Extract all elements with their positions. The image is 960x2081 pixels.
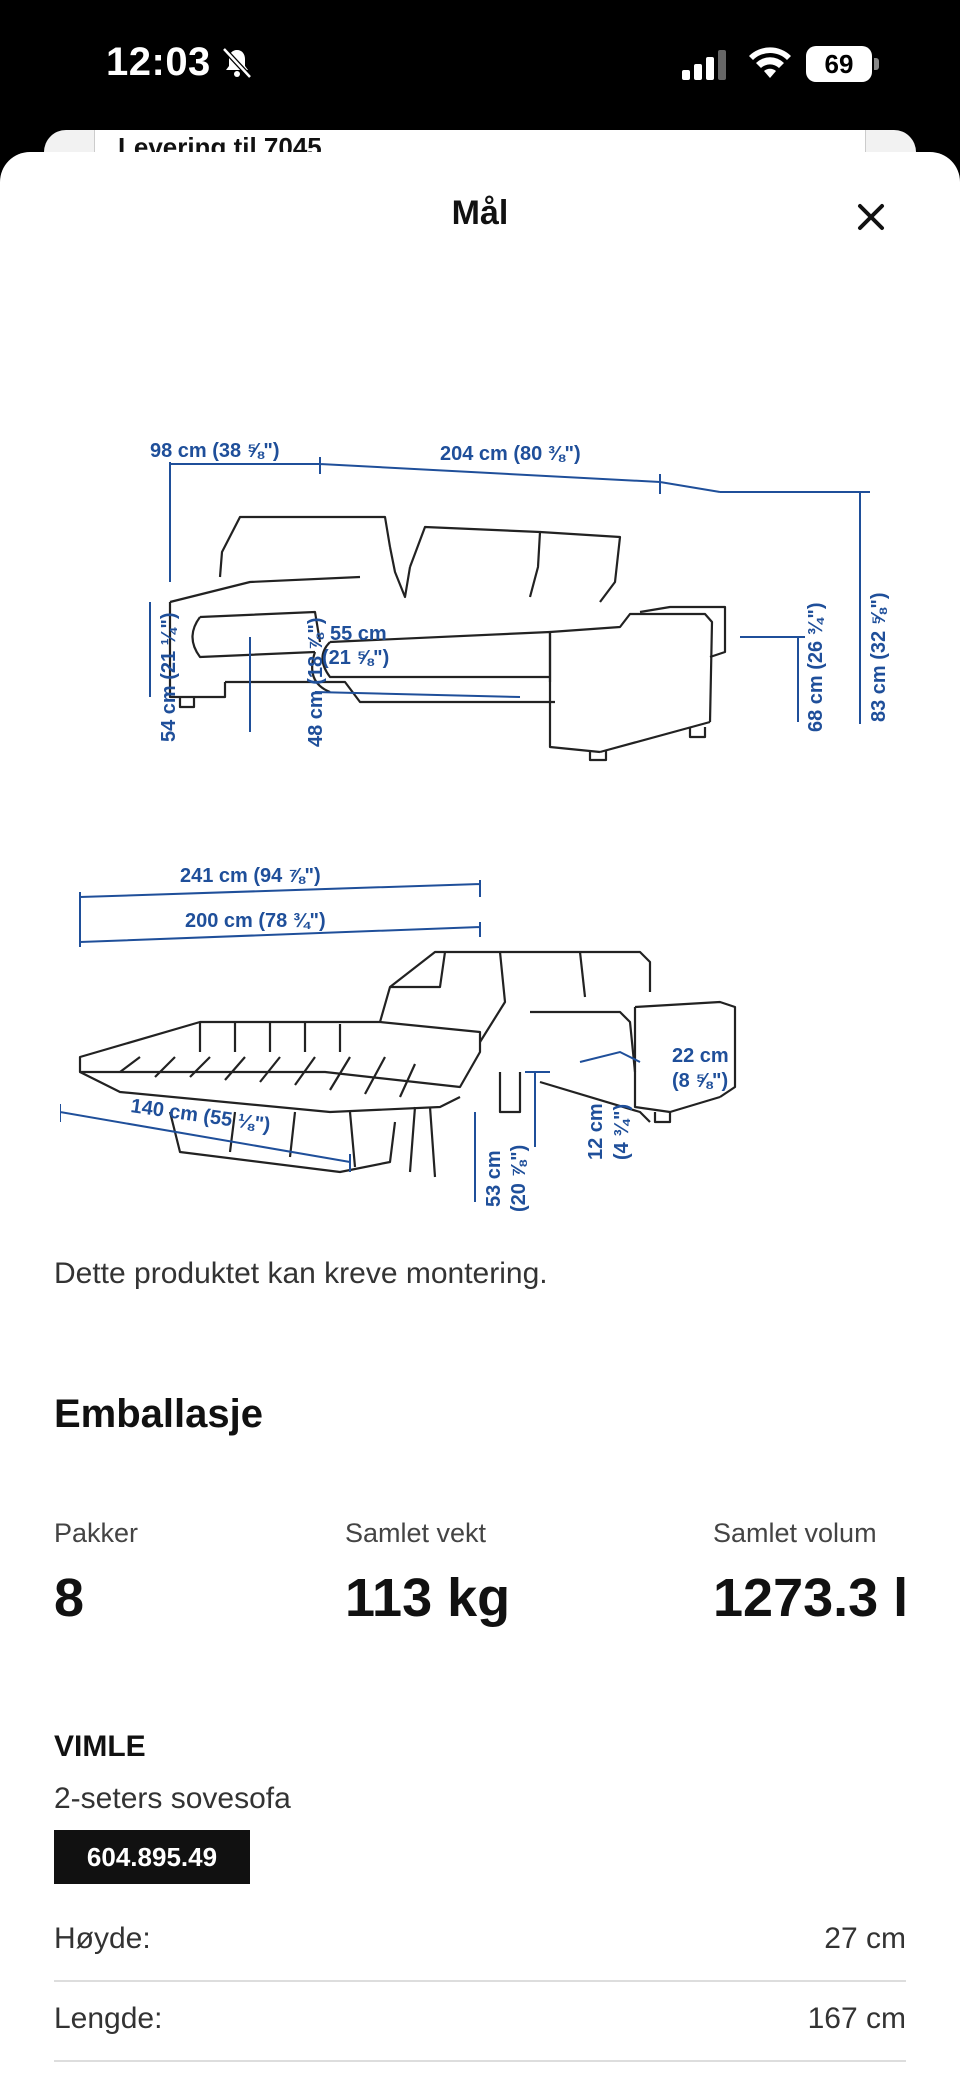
packaging-title: Emballasje <box>54 1392 264 1436</box>
dim-label-seat-depth: 98 cm (38 ⅝") <box>150 440 280 462</box>
battery-level: 69 <box>806 46 872 82</box>
battery-tip <box>874 58 879 70</box>
stat-packages: Pakker 8 <box>54 1518 138 1629</box>
close-icon[interactable] <box>846 192 896 242</box>
battery-icon: 69 <box>806 46 880 82</box>
stat-label: Pakker <box>54 1518 139 1548</box>
assembly-note: Dette produktet kan kreve montering. <box>54 1257 548 1290</box>
background-page: Levering til 7045 <box>44 130 916 170</box>
dim-label-seat-width-2: (21 ⅝") <box>322 647 389 669</box>
stat-value: 113 kg <box>345 1568 511 1628</box>
dim-label-total-height: 83 cm (32 ⅝") <box>868 592 890 722</box>
dimension-row-length: Lengde: 167 cm <box>54 1982 906 2062</box>
dim-label-arm-width-1: 22 cm <box>672 1045 729 1067</box>
dim-label-total-length: 241 cm (94 ⅞") <box>180 865 321 887</box>
wifi-icon <box>749 47 791 78</box>
dimension-label: Lengde: <box>54 2002 163 2035</box>
dimension-row-height: Høyde: 27 cm <box>54 1902 906 1982</box>
stat-value: 8 <box>54 1568 85 1628</box>
dim-label-seat-height: 48 cm (18 ⅞") <box>305 617 327 747</box>
dimension-value: 167 cm <box>807 2002 906 2035</box>
dim-label-armrest-height: 54 cm (21 ¼") <box>158 612 180 742</box>
dimension-value: 27 cm <box>824 1922 906 1955</box>
stat-label: Samlet volum <box>713 1518 877 1548</box>
sheet-title: Mål <box>451 194 509 232</box>
dim-label-mattress-2: (4 ¾") <box>611 1104 633 1160</box>
article-number-badge: 604.895.49 <box>54 1830 250 1884</box>
dim-label-seat-width-1: 55 cm <box>330 623 387 645</box>
stat-volume: Samlet volum 1273.3 l <box>713 1518 908 1629</box>
dim-label-bed-width: 140 cm (55 ⅛") <box>129 1095 271 1136</box>
dim-label-bed-length: 200 cm (78 ¾") <box>185 910 326 932</box>
dim-label-back-height: 68 cm (26 ¾") <box>805 602 827 732</box>
stat-label: Samlet vekt <box>345 1518 487 1548</box>
dimensions-sheet: Mål <box>0 152 960 2081</box>
dimension-illustration: 98 cm (38 ⅝") 204 cm (80 ⅜") 55 cm (21 ⅝… <box>60 440 890 1212</box>
bell-muted-icon <box>222 47 252 79</box>
stat-value: 1273.3 l <box>713 1568 909 1628</box>
dim-label-bed-height-1: 53 cm <box>483 1150 505 1207</box>
status-bar: 12:03 69 <box>0 0 960 130</box>
stat-weight: Samlet vekt 113 kg <box>345 1518 510 1629</box>
dim-label-mattress-1: 12 cm <box>585 1103 607 1160</box>
dimension-label: Høyde: <box>54 1922 151 1955</box>
product-description: 2-seters sovesofa <box>54 1782 291 1815</box>
dim-label-total-width: 204 cm (80 ⅜") <box>440 443 581 465</box>
dim-label-arm-width-2: (8 ⅝") <box>672 1070 728 1092</box>
status-time: 12:03 <box>106 40 211 84</box>
cellular-signal-icon <box>682 50 726 80</box>
dim-label-bed-height-2: (20 ⅞") <box>508 1145 530 1212</box>
product-name: VIMLE <box>54 1730 146 1763</box>
